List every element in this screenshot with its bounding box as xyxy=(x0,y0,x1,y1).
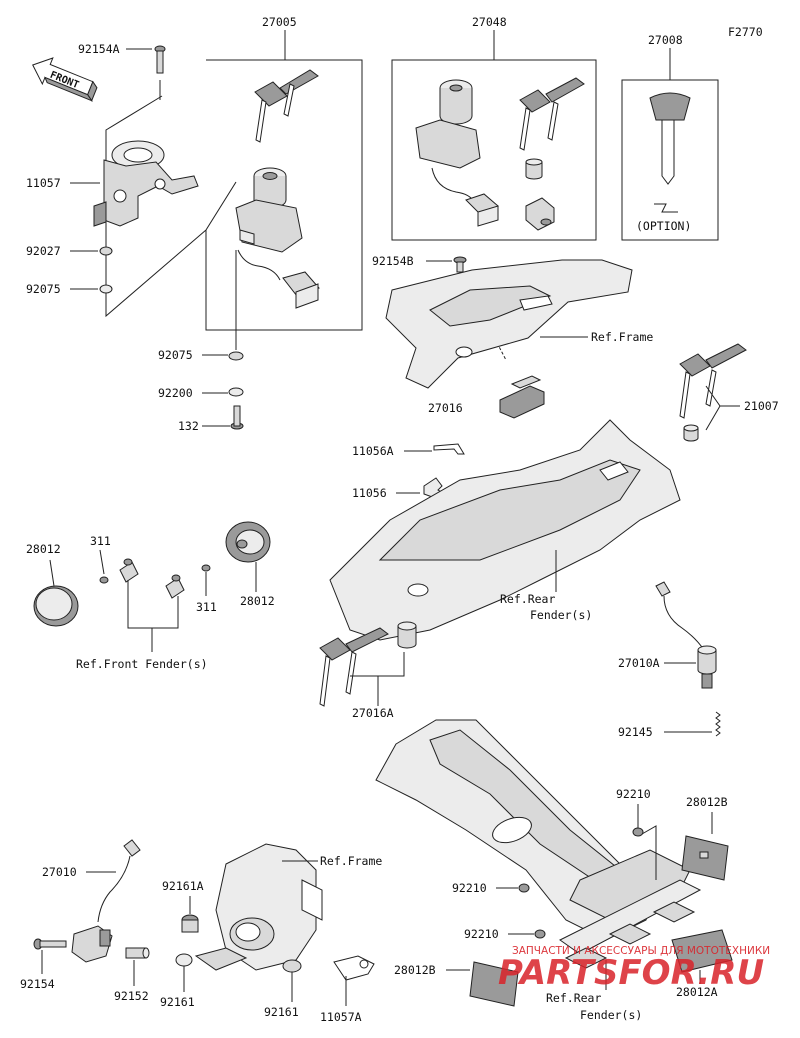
label-92027: 92027 xyxy=(26,244,61,258)
reflector-28012B-top-icon xyxy=(681,835,729,881)
key-set-21007-icon xyxy=(679,343,747,442)
grommet-icon xyxy=(282,959,302,973)
spring-icon xyxy=(715,711,721,737)
grommet-icon xyxy=(165,574,185,599)
label-27010: 27010 xyxy=(42,865,77,879)
label-21007: 21007 xyxy=(744,399,779,413)
label-11056: 11056 xyxy=(352,486,387,500)
bracket-11057A-area-icon xyxy=(194,843,323,971)
collar-icon xyxy=(125,947,150,959)
label-92161-a: 92161 xyxy=(160,995,195,1009)
bolt-icon xyxy=(154,45,166,74)
washer-icon xyxy=(175,953,193,967)
label-92161-b: 92161 xyxy=(264,1005,299,1019)
label-92075-top: 92075 xyxy=(26,282,61,296)
label-92210-a: 92210 xyxy=(616,787,651,801)
label-92154: 92154 xyxy=(20,977,55,991)
washer-icon xyxy=(228,351,244,361)
screw-icon xyxy=(453,256,467,273)
grommet-icon xyxy=(181,914,199,933)
label-28012A: 28012A xyxy=(676,985,718,999)
nut-icon xyxy=(201,564,211,572)
ignition-switch-icon xyxy=(415,79,499,227)
bolt-icon xyxy=(230,405,244,430)
label-27016A: 27016A xyxy=(352,706,394,720)
watermark-brand: PARTSFOR.RU xyxy=(498,953,764,993)
bracket-11057A-icon xyxy=(333,955,375,981)
rear-subframe-icon xyxy=(375,719,691,941)
license-plate-bracket-icon xyxy=(559,879,702,969)
label-92161A: 92161A xyxy=(162,879,204,893)
label-11057A: 11057A xyxy=(320,1010,362,1024)
reflector-28012B-bottom-icon xyxy=(469,961,519,1007)
nut-icon xyxy=(632,827,644,837)
clip-icon xyxy=(433,443,465,455)
label-92210-b: 92210 xyxy=(452,881,487,895)
label-28012-right: 28012 xyxy=(240,594,275,608)
nut-icon xyxy=(518,883,530,893)
frame-section-icon xyxy=(385,259,633,389)
cap-28012-left-icon xyxy=(33,585,79,627)
bolt-icon xyxy=(33,938,67,950)
label-92154A: 92154A xyxy=(78,42,120,56)
lock-cylinder-icon xyxy=(525,158,555,231)
box-27005 xyxy=(205,59,363,331)
figure-code: F2770 xyxy=(728,25,763,39)
label-92075-mid: 92075 xyxy=(158,348,193,362)
key-icon xyxy=(254,69,319,143)
ref-rear-fender-b2: Fender(s) xyxy=(580,1008,642,1022)
nut-icon xyxy=(99,576,109,584)
label-92152: 92152 xyxy=(114,989,149,1003)
label-27005: 27005 xyxy=(262,15,297,29)
front-arrow-icon: FRONT xyxy=(32,57,98,102)
ref-frame-bottom: Ref.Frame xyxy=(320,854,382,868)
label-92210-c: 92210 xyxy=(464,927,499,941)
bracket-11057-icon xyxy=(93,140,199,227)
blank-key-icon xyxy=(649,92,691,213)
label-92200: 92200 xyxy=(158,386,193,400)
sensor-27010A-icon xyxy=(655,581,717,689)
label-92145: 92145 xyxy=(618,725,653,739)
label-28012-left: 28012 xyxy=(26,542,61,556)
washer-icon xyxy=(99,284,113,294)
cap-28012-right-icon xyxy=(225,521,271,563)
ref-front-fender: Ref.Front Fender(s) xyxy=(76,657,208,671)
label-11057: 11057 xyxy=(26,176,61,190)
label-311-left: 311 xyxy=(90,534,111,548)
ref-frame-top: Ref.Frame xyxy=(591,330,653,344)
label-11056A: 11056A xyxy=(352,444,394,458)
watermark-caption: ЗАПЧАСТИ И АКСЕССУАРЫ ДЛЯ МОТОТЕХНИКИ xyxy=(512,945,770,957)
label-311-right: 311 xyxy=(196,600,217,614)
label-27048: 27048 xyxy=(472,15,507,29)
washer-icon xyxy=(99,246,113,256)
washer-icon xyxy=(228,387,244,397)
sensor-27010-icon xyxy=(71,839,141,963)
label-27008: 27008 xyxy=(648,33,683,47)
key-icon xyxy=(519,77,585,151)
label-92154B: 92154B xyxy=(372,254,414,268)
grommet-icon xyxy=(119,558,139,583)
key-set-27016A-icon xyxy=(319,621,417,707)
lock-latch-icon xyxy=(499,375,545,419)
nut-icon xyxy=(534,929,546,939)
label-27010A: 27010A xyxy=(618,656,660,670)
label-132: 132 xyxy=(178,419,199,433)
rear-fender-icon xyxy=(329,419,681,641)
reflector-28012A-icon xyxy=(671,929,733,973)
label-28012B-bottom: 28012B xyxy=(394,963,436,977)
group-27008: 27008 (OPTION) xyxy=(621,33,719,241)
ref-rear-fender-2: Fender(s) xyxy=(530,608,592,622)
group-27048: 27048 xyxy=(391,15,597,241)
option-label: (OPTION) xyxy=(636,219,691,233)
label-28012B-top: 28012B xyxy=(686,795,728,809)
ref-rear-fender-b1: Ref.Rear xyxy=(546,991,601,1005)
label-27016: 27016 xyxy=(428,401,463,415)
group-27005: 27005 xyxy=(205,15,363,331)
ref-rear-fender-1: Ref.Rear xyxy=(500,592,555,606)
ignition-switch-icon xyxy=(235,167,320,309)
